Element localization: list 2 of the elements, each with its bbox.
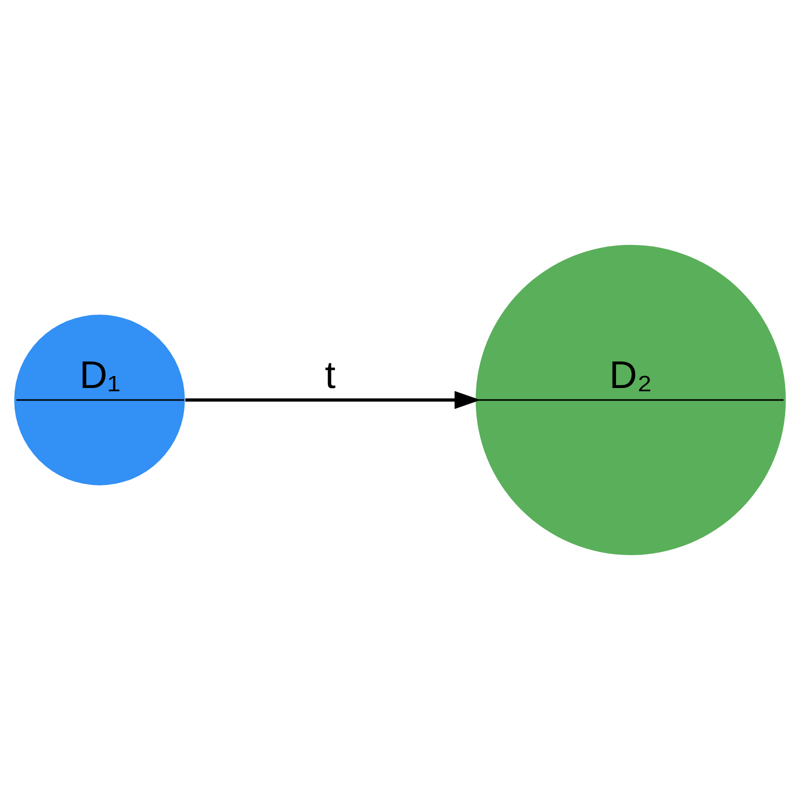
edge-label: t: [324, 354, 336, 397]
arrow: [185, 390, 480, 410]
